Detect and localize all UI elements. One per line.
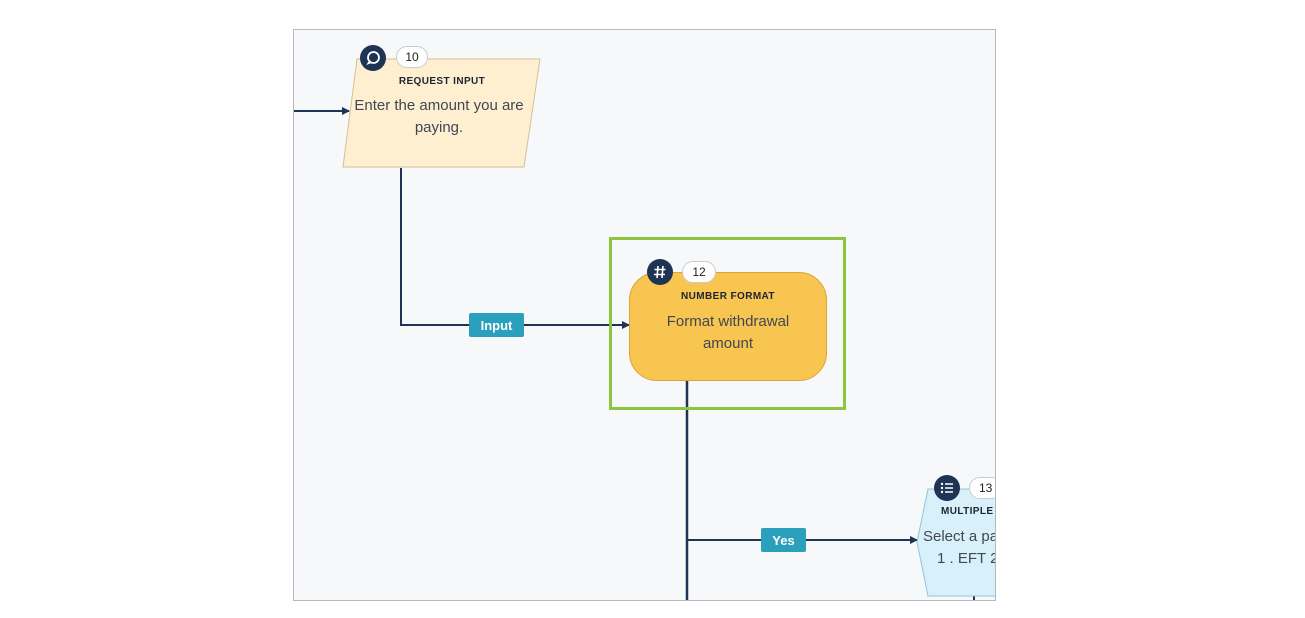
connectors (294, 58, 995, 600)
node-body-line-1: Format withdrawal (666, 313, 790, 330)
list-icon (934, 475, 960, 501)
node-body-line-1: Enter the amount you are (354, 97, 524, 114)
chat-bubble-icon (360, 45, 386, 71)
number-format-node[interactable] (629, 272, 827, 381)
hash-icon (647, 259, 673, 285)
node-number: 10 (396, 46, 428, 68)
node-body-line-1: Select a pa (923, 528, 996, 545)
request-input-shape (342, 58, 541, 168)
edge-label-yes[interactable]: Yes (761, 528, 806, 552)
node-title: MULTIPLE (941, 506, 994, 517)
input-connector (400, 168, 630, 329)
node-body-line-2: 1 . EFT 2 (937, 550, 996, 567)
node-title: REQUEST INPUT (398, 76, 486, 87)
node-title: NUMBER FORMAT (681, 291, 775, 302)
flow-canvas[interactable]: 10 REQUEST INPUT Enter the amount you ar… (293, 29, 996, 601)
selection-outline (609, 237, 846, 410)
node-number: 13 (969, 477, 995, 499)
node-body-line-2: paying. (414, 119, 464, 136)
edge-label-input[interactable]: Input (469, 313, 524, 337)
node-number: 12 (682, 261, 716, 283)
node-body-line-2: amount (702, 335, 754, 352)
